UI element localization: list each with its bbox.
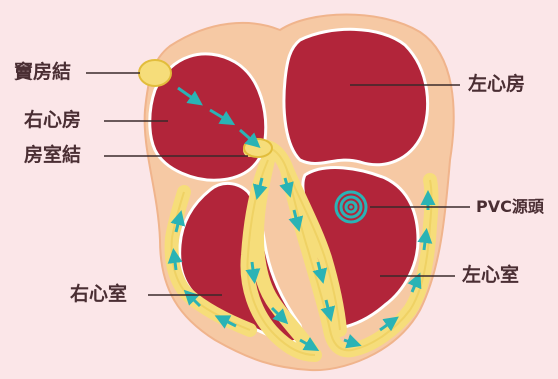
sa-node [139,60,171,86]
label-left-atrium: 左心房 [468,75,525,94]
label-pvc-origin: PVC源頭 [476,199,544,215]
label-sa-node: 竇房結 [14,63,71,82]
impulse-arrow [174,254,176,270]
impulse-arrow [424,234,426,250]
impulse-arrow [252,262,254,278]
label-right-atrium: 右心房 [24,111,81,130]
label-right-ventricle: 右心室 [70,285,127,304]
pvc-focus [336,192,366,222]
av-node [244,139,272,157]
left-atrium-chamber [284,29,428,164]
label-av-node: 房室結 [24,146,81,165]
label-left-ventricle: 左心室 [462,266,519,285]
